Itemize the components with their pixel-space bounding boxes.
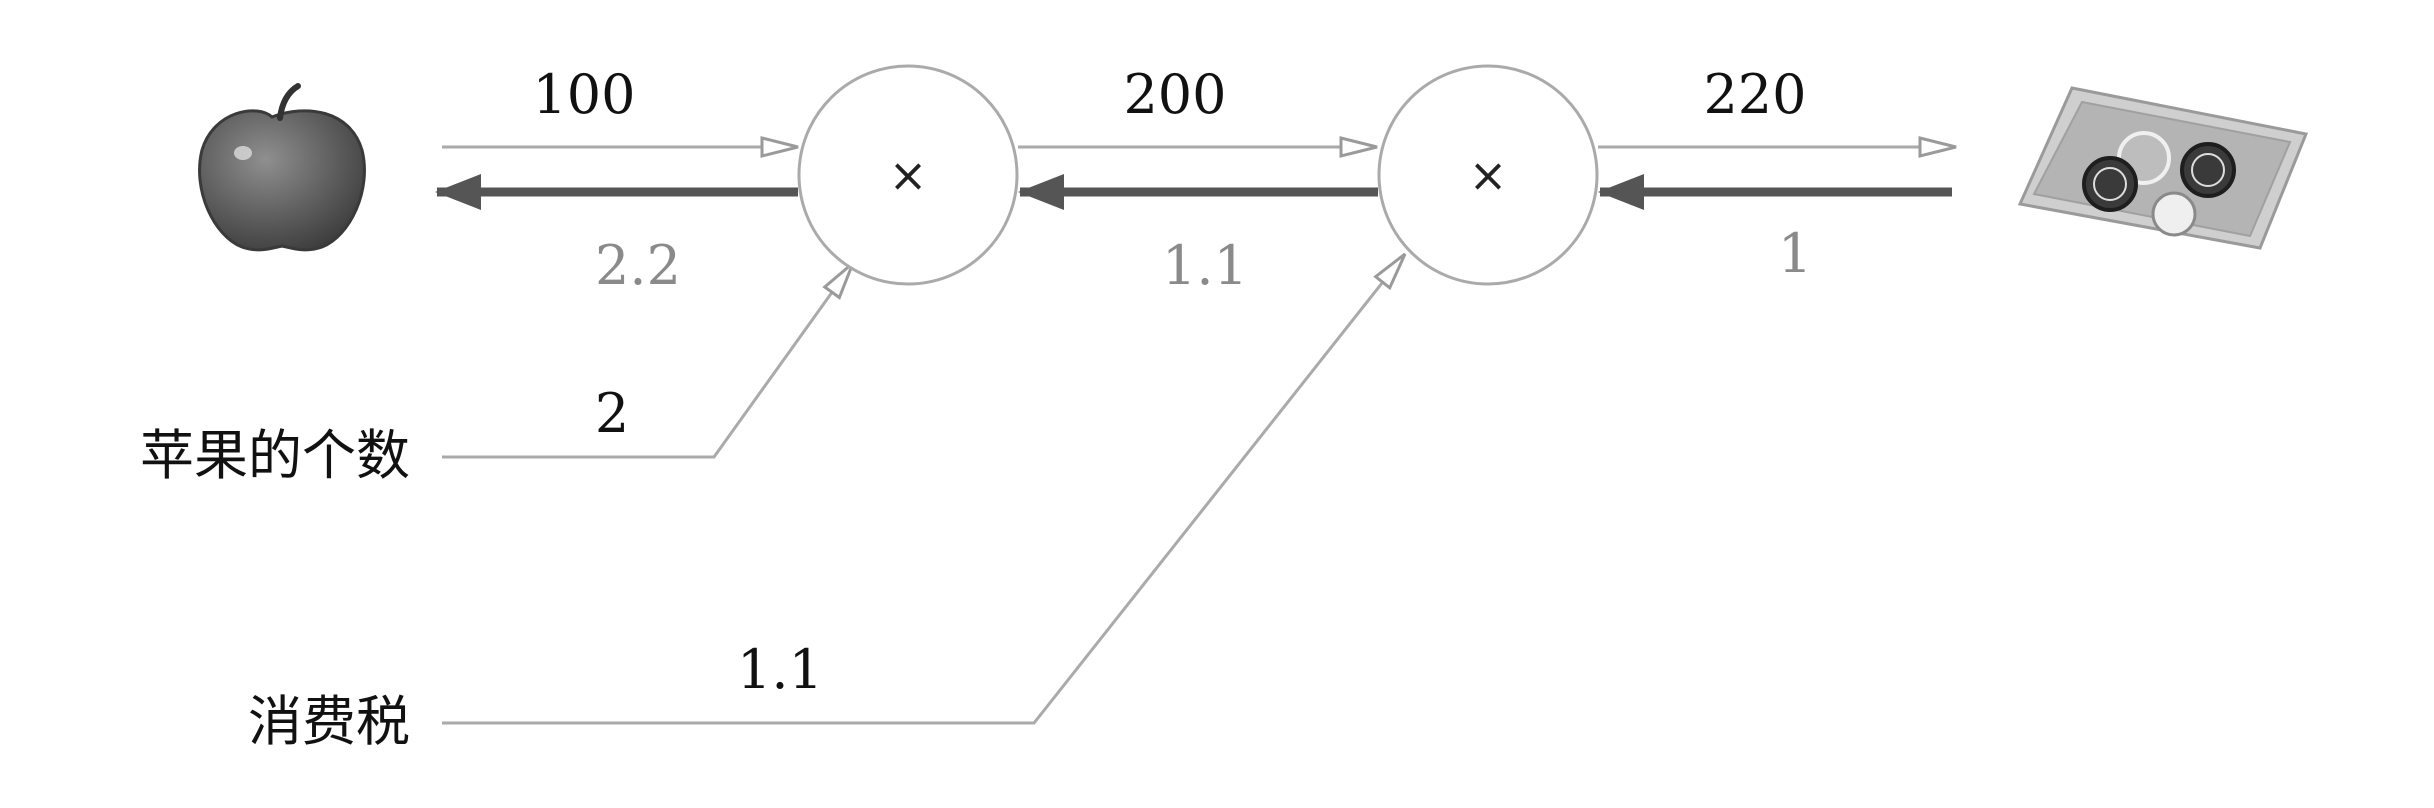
coin-tray-icon bbox=[2017, 86, 2309, 250]
coin-10-icon bbox=[2082, 156, 2138, 212]
coin-1-icon bbox=[2151, 191, 2197, 237]
multiply-node-2: × bbox=[1377, 64, 1599, 286]
edge-tax-to-mul2 bbox=[442, 252, 1407, 725]
multiply-operator-2: × bbox=[1469, 148, 1508, 202]
backward-value-subtotal: 1.1 bbox=[1162, 234, 1248, 297]
backward-value-total: 1 bbox=[1778, 222, 1812, 285]
forward-value-total: 220 bbox=[1703, 63, 1806, 126]
forward-value-subtotal: 200 bbox=[1123, 63, 1226, 126]
backward-value-apple-price: 2.2 bbox=[595, 234, 681, 297]
input-label-apple-count: 苹果的个数 bbox=[140, 424, 410, 487]
forward-value-tax: 1.1 bbox=[737, 638, 823, 701]
apple-icon bbox=[198, 83, 366, 252]
forward-value-apple-count: 2 bbox=[595, 382, 629, 445]
coin-10-icon bbox=[2180, 142, 2236, 198]
multiply-operator-1: × bbox=[889, 148, 928, 202]
forward-value-apple-price: 100 bbox=[532, 63, 635, 126]
multiply-node-1: × bbox=[797, 64, 1019, 286]
edge-count-to-mul1 bbox=[442, 261, 855, 459]
input-label-tax: 消费税 bbox=[248, 690, 410, 753]
